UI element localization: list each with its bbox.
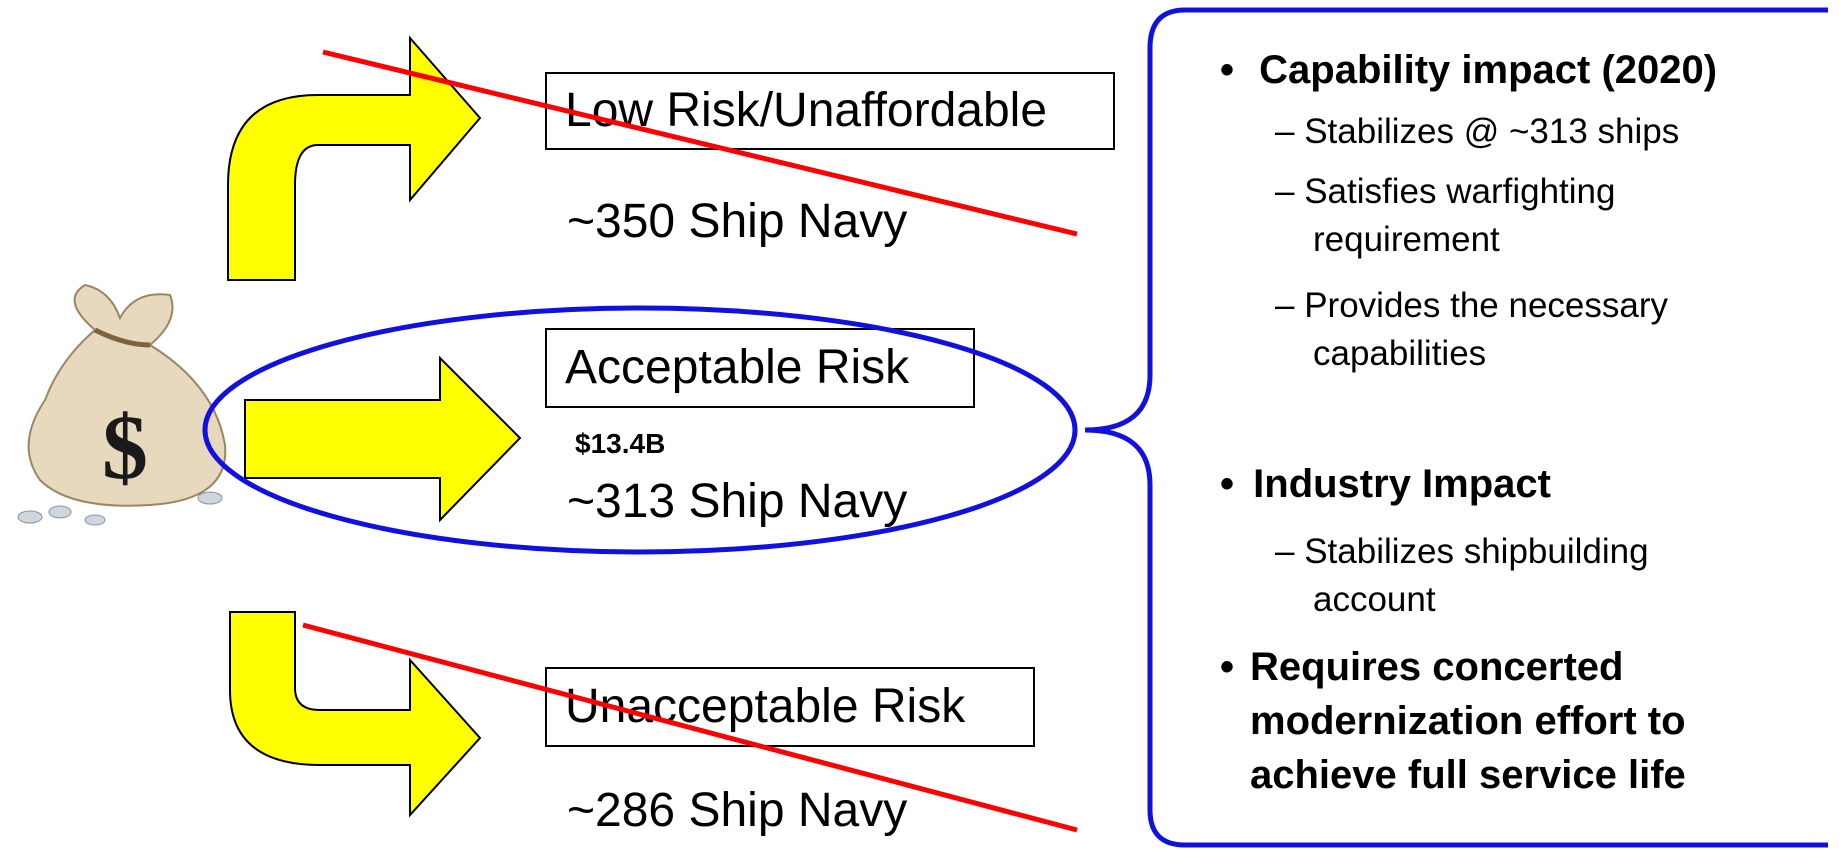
fleet-size-label: ~286 Ship Navy xyxy=(567,784,908,837)
money-bag-icon: $ xyxy=(17,283,227,526)
industry-heading: • Industry Impact xyxy=(1220,462,1551,506)
list-item: – Provides the necessary capabilities xyxy=(1275,286,1668,373)
option-box-low-risk: Low Risk/Unaffordable xyxy=(545,72,1115,150)
option-box-unacceptable-risk: Unacceptable Risk xyxy=(545,667,1035,747)
arrow-up-right xyxy=(227,35,482,281)
fleet-size-label: ~350 Ship Navy xyxy=(567,195,908,248)
capability-heading: • Capability impact (2020) xyxy=(1220,48,1718,92)
cost-label: $13.4B xyxy=(575,428,666,459)
requirement-note: • Requires concerted modernization effor… xyxy=(1220,640,1780,802)
fleet-size-label: ~313 Ship Navy xyxy=(567,475,908,528)
list-item: – Stabilizes shipbuilding account xyxy=(1275,532,1649,619)
bullet-icon: • xyxy=(1220,48,1235,92)
bullet-icon: • xyxy=(1220,462,1235,506)
svg-text:$: $ xyxy=(102,396,148,498)
arrow-right xyxy=(244,355,522,523)
bullet-icon: • xyxy=(1220,645,1235,689)
arrow-down-right xyxy=(229,611,482,818)
option-label: Unacceptable Risk xyxy=(565,680,966,733)
list-item: – Satisfies warfighting requirement xyxy=(1275,172,1616,259)
list-item: – Stabilizes @ ~313 ships xyxy=(1275,112,1680,151)
option-label: Low Risk/Unaffordable xyxy=(565,84,1048,137)
option-box-acceptable-risk: Acceptable Risk xyxy=(545,328,975,408)
option-label: Acceptable Risk xyxy=(565,341,910,394)
